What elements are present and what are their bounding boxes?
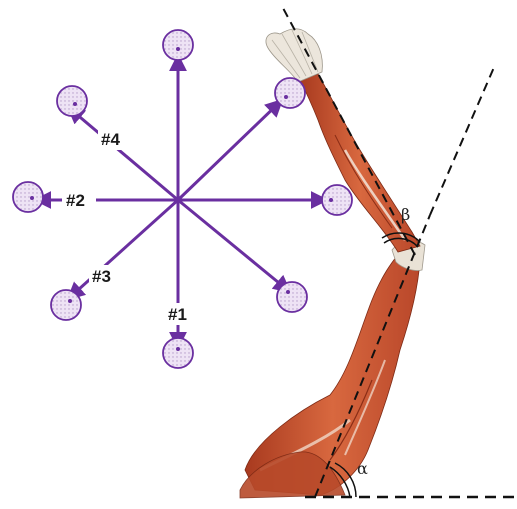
reach-line-upper-left [68,107,178,200]
upper-arm-extension-line [430,65,495,215]
target-lower-right [277,282,307,312]
beta-label: β [401,205,410,224]
target-label-1: #1 [168,305,187,324]
target-label-3: #3 [92,267,111,286]
reach-line-lower-right [178,200,290,292]
alpha-label: α [357,459,368,478]
target-right [322,185,352,215]
forearm-muscle [300,74,420,252]
upper-arm-axis-line [315,215,430,497]
reach-line-upper-right [178,100,282,200]
upper-arm-muscle [245,252,420,495]
target-up [163,30,193,60]
target-label-2: #2 [66,191,85,210]
target-down [163,338,193,368]
target-left [13,182,43,212]
target-upper-right [275,78,305,108]
target-upper-left [57,86,87,116]
target-label-4: #4 [101,130,120,149]
arm-anatomy-illustration [240,29,425,498]
target-lower-left [51,290,81,320]
